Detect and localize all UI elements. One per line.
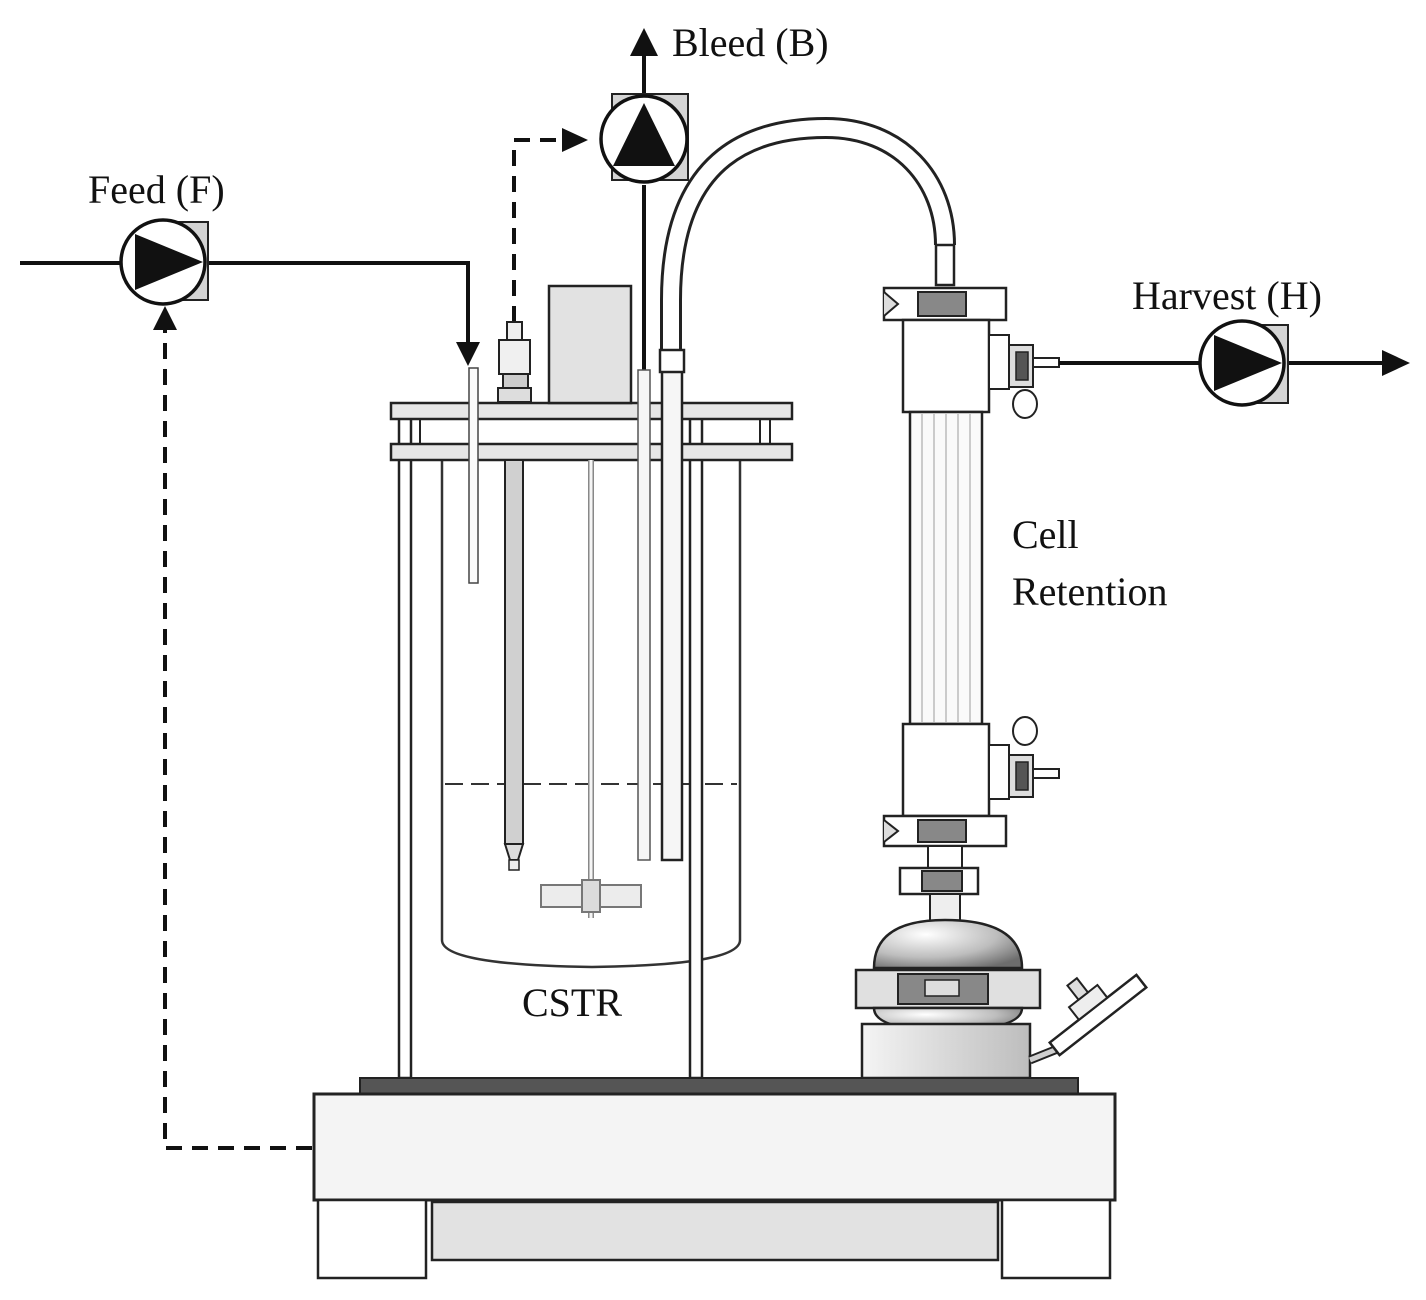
harvest-line	[1059, 350, 1410, 376]
cell-retention-label-line1: Cell	[1012, 512, 1079, 557]
recirculation-tube	[660, 116, 956, 352]
cstr-label: CSTR	[522, 980, 622, 1025]
feed-label: Feed (F)	[88, 167, 225, 212]
feed-line	[20, 261, 480, 366]
feed-control-line	[153, 306, 312, 1150]
harvest-pump-icon	[1198, 319, 1289, 407]
cell-retention-label-line2: Retention	[1012, 569, 1168, 614]
bleed-control-line	[512, 128, 588, 322]
bleed-pump-icon	[599, 93, 689, 184]
bleed-label: Bleed (B)	[672, 20, 829, 65]
feed-pump-icon	[119, 218, 209, 306]
cstr-vessel	[389, 284, 794, 1080]
bleed-line	[630, 28, 658, 372]
stirrer-base	[312, 1077, 1117, 1280]
cell-retention-module	[854, 243, 1149, 1080]
harvest-label: Harvest (H)	[1132, 273, 1322, 318]
